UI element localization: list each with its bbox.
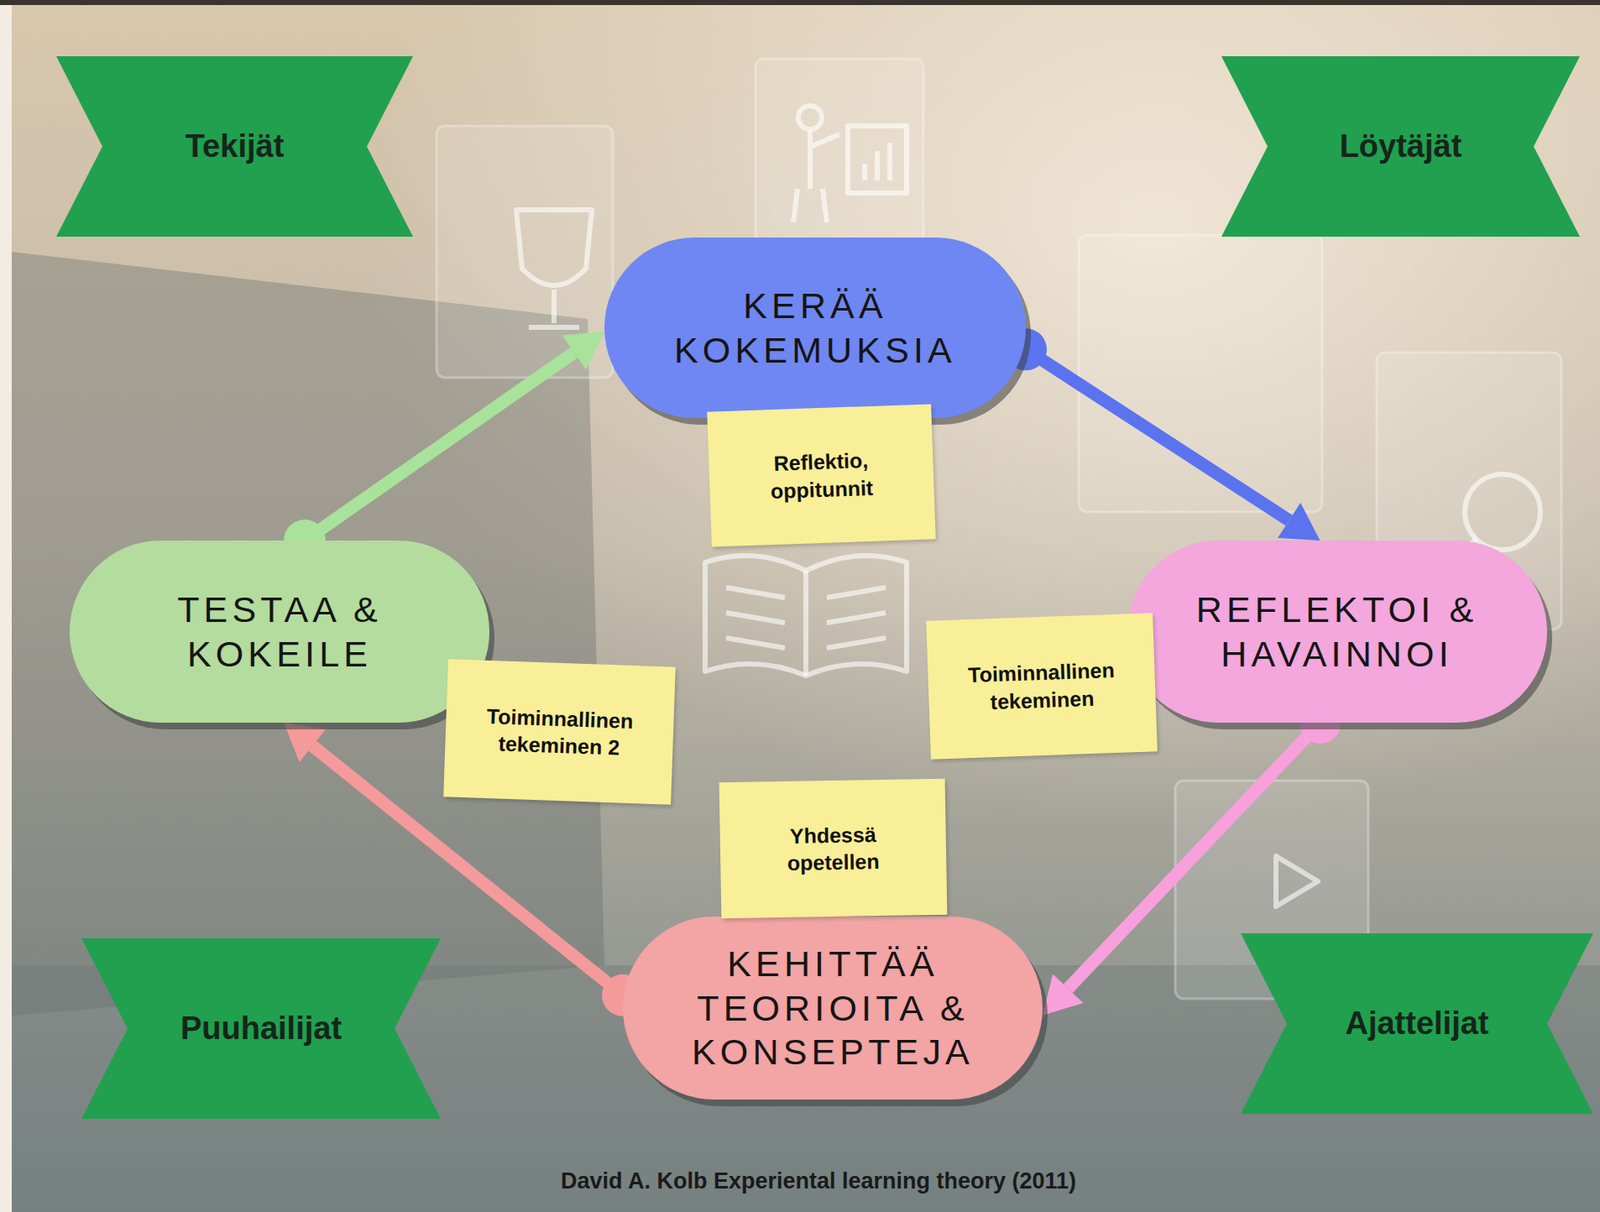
- node-text: REFLEKTOI & HAVAINNOI: [1160, 587, 1514, 676]
- node-text: Toiminnallinen tekeminen 2: [472, 701, 647, 763]
- stage-pill: TESTAA & KOKEILE: [69, 540, 490, 723]
- photo-ground: [11, 5, 1600, 1212]
- ribbon-outline: [1240, 933, 1594, 1114]
- caption: David A. Kolb Experiental learning theor…: [560, 1168, 1077, 1195]
- ribbon-outline: [1221, 56, 1580, 237]
- stage-pill: KERÄÄ KOKEMUKSIA: [604, 237, 1026, 419]
- arrow-head: [562, 331, 605, 371]
- node-text: KERÄÄ KOKEMUKSIA: [638, 283, 992, 372]
- ribbon-banner: Tekijät: [56, 56, 414, 237]
- photo-light: [11, 5, 1600, 1212]
- ribbon-banner: Löytäjät: [1221, 56, 1580, 237]
- node-text: Ajattelijat: [1344, 1005, 1489, 1042]
- arrow-head: [1277, 502, 1321, 541]
- top-edge: [0, 0, 1600, 6]
- cycle-arrow: [283, 331, 605, 562]
- cycle-arrow: [1004, 328, 1321, 541]
- arrow-head: [1042, 974, 1083, 1016]
- node-text: Toiminnallinen tekeminen: [954, 655, 1129, 717]
- node-text: Reflektio, oppitunnit: [734, 444, 909, 506]
- sticky-note: Toiminnallinen tekeminen 2: [443, 658, 676, 805]
- ribbon-outline: [81, 938, 441, 1119]
- stage-pill: KEHITTÄÄ TEORIOITA & KONSEPTEJA: [622, 916, 1043, 1100]
- node-text: Yhdessä opetellen: [746, 820, 920, 879]
- node-text: Puuhailijat: [180, 1010, 342, 1047]
- sticky-note: Yhdessä opetellen: [719, 779, 948, 920]
- stage-pill: REFLEKTOI & HAVAINNOI: [1127, 540, 1548, 723]
- sticky-note: Reflektio, oppitunnit: [706, 403, 936, 547]
- node-text: KEHITTÄÄ TEORIOITA & KONSEPTEJA: [656, 941, 1010, 1074]
- arrow-line: [304, 352, 575, 541]
- node-text: Löytäjät: [1339, 128, 1463, 165]
- arrow-head: [283, 722, 326, 763]
- ribbon-banner: Puuhailijat: [81, 938, 441, 1119]
- node-text: TESTAA & KOKEILE: [103, 587, 456, 676]
- ribbon-outline: [56, 56, 414, 237]
- sticky-note: Toiminnallinen tekeminen: [925, 612, 1158, 759]
- node-text: Tekijät: [185, 128, 285, 165]
- arrow-line: [1025, 349, 1290, 521]
- ribbon-banner: Ajattelijat: [1240, 933, 1594, 1114]
